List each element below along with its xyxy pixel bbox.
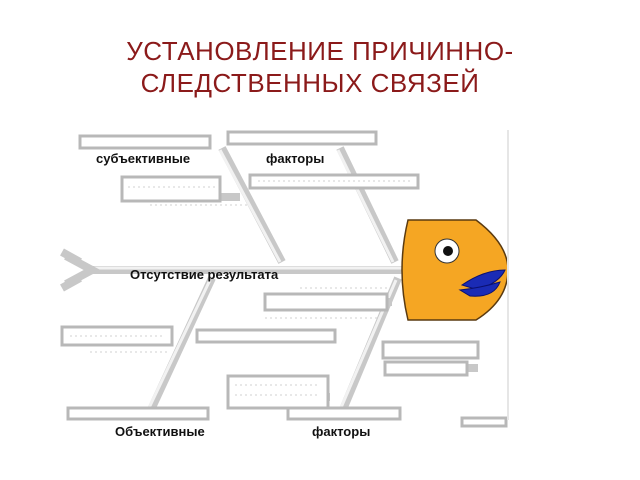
slide-title-line-1: УСТАНОВЛЕНИЕ ПРИЧИННО- <box>126 36 514 66</box>
placeholder-box <box>78 134 212 150</box>
placeholder-box <box>381 340 480 360</box>
placeholder-box <box>226 374 330 410</box>
placeholder-box <box>226 130 378 146</box>
label-factors-top: факторы <box>266 151 325 166</box>
label-objective: Объективные <box>115 424 205 439</box>
placeholder-boxes <box>60 130 508 428</box>
fishbone-spine <box>90 266 405 289</box>
placeholder-box <box>460 416 508 428</box>
placeholder-box <box>286 406 402 421</box>
fish-tail <box>60 248 101 292</box>
label-effect: Отсутствие результата <box>130 267 279 282</box>
placeholder-box <box>263 292 389 312</box>
fish-lips-icon <box>458 269 506 297</box>
placeholder-box <box>383 360 469 377</box>
placeholder-box <box>120 175 222 203</box>
label-factors-bottom: факторы <box>312 424 371 439</box>
placeholder-box <box>66 406 210 421</box>
rib-top-right <box>336 146 399 264</box>
label-subjective: субъективные <box>96 151 191 166</box>
fish-eye-icon <box>434 238 460 264</box>
rib-top-left <box>218 146 286 264</box>
slide-title-line-2: СЛЕДСТВЕННЫХ СВЯЗЕЙ <box>140 68 480 98</box>
fish-head <box>401 130 509 420</box>
placeholder-box <box>195 328 337 344</box>
